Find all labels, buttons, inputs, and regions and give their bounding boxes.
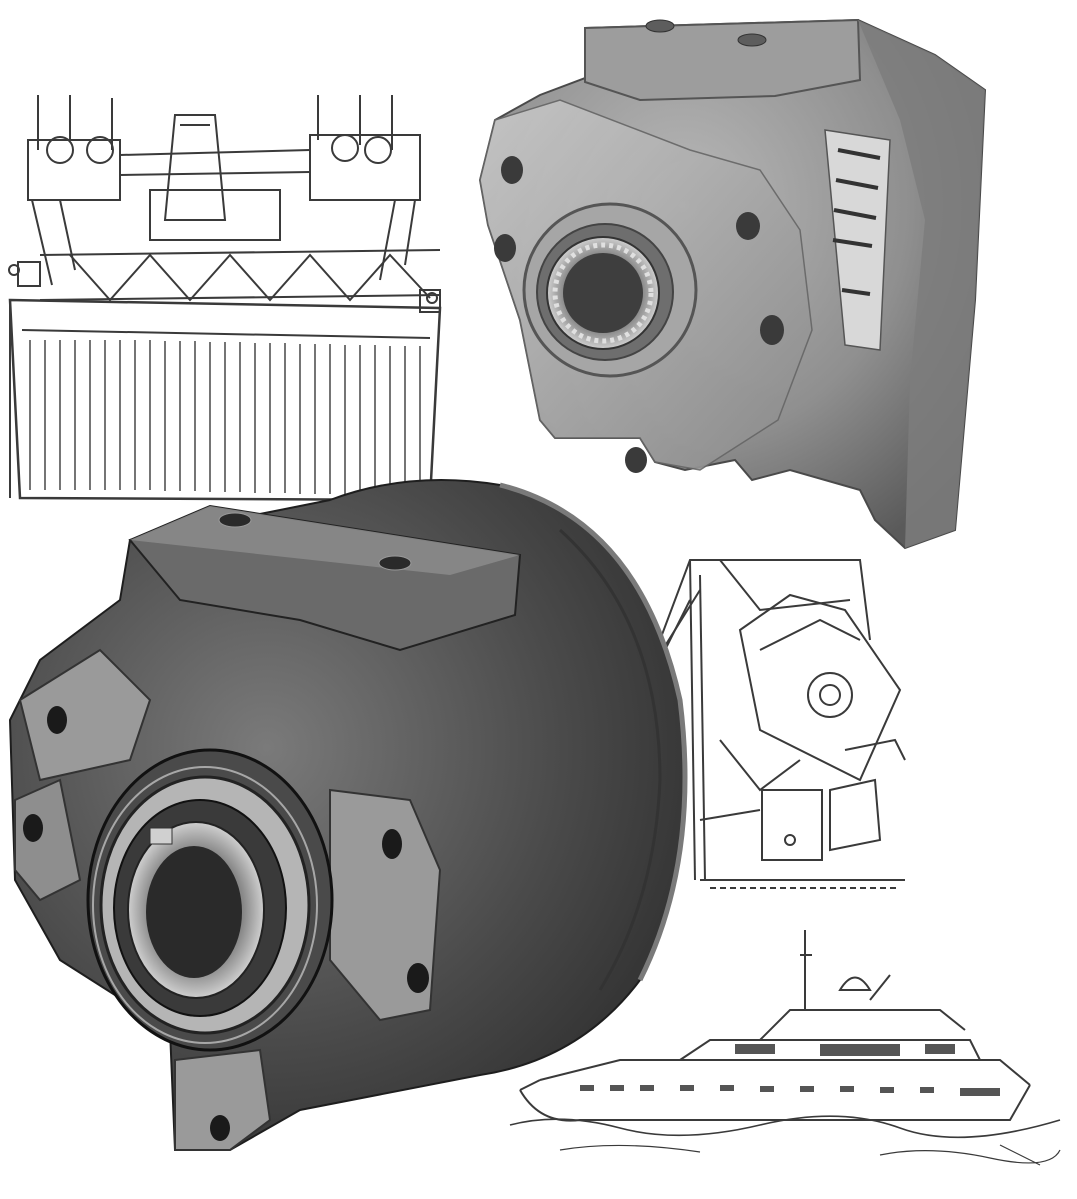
yacht-portholes	[580, 1085, 1000, 1096]
container-corrugation	[29, 340, 421, 496]
motor-yacht-drawing	[509, 930, 1061, 1166]
small-hydraulic-brake	[478, 18, 987, 550]
nameplate-label	[824, 129, 891, 351]
large-hydraulic-brake	[8, 479, 688, 1151]
refuse-truck-drawing	[649, 559, 906, 889]
keyway-slot	[149, 827, 173, 845]
container-spreader-drawing	[8, 95, 442, 502]
